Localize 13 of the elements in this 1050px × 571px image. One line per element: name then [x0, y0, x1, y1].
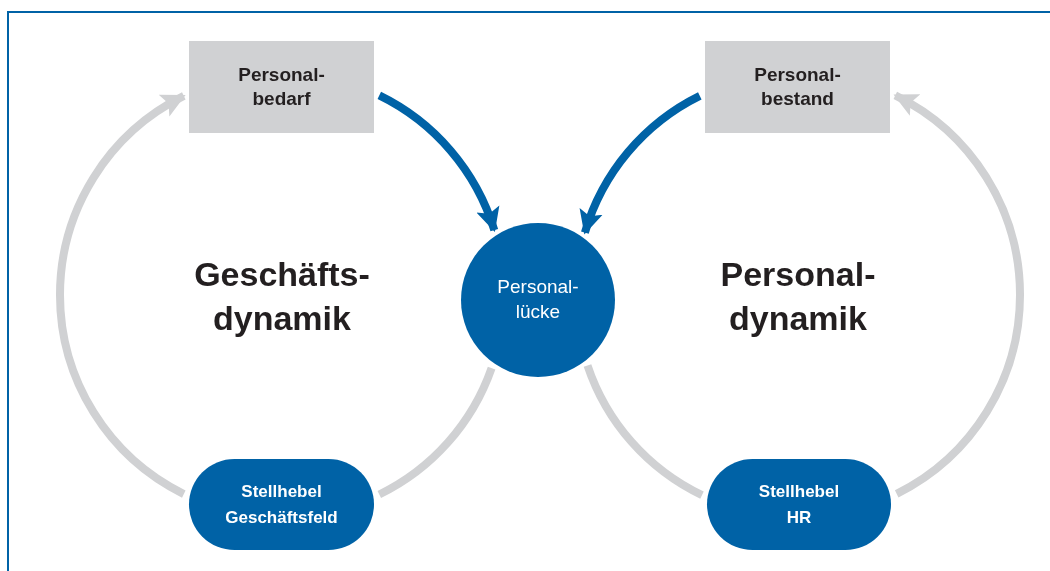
lever-pill: Stellhebel Geschäftsfeld	[189, 459, 374, 550]
cycle-title: Geschäfts- dynamik	[193, 254, 371, 340]
connector-arc	[583, 364, 704, 499]
arrow	[377, 91, 499, 232]
cycle-title: Personal- dynamik	[719, 254, 877, 340]
arrow	[893, 91, 1024, 498]
arrow	[581, 92, 702, 235]
process-box: Personal- bedarf	[189, 41, 374, 133]
process-box: Personal- bestand	[705, 41, 890, 133]
lever-pill: Stellhebel HR	[707, 459, 891, 550]
connector-arc	[377, 366, 496, 498]
gap-circle: Personal- lücke	[461, 223, 615, 377]
arrow	[56, 92, 186, 498]
